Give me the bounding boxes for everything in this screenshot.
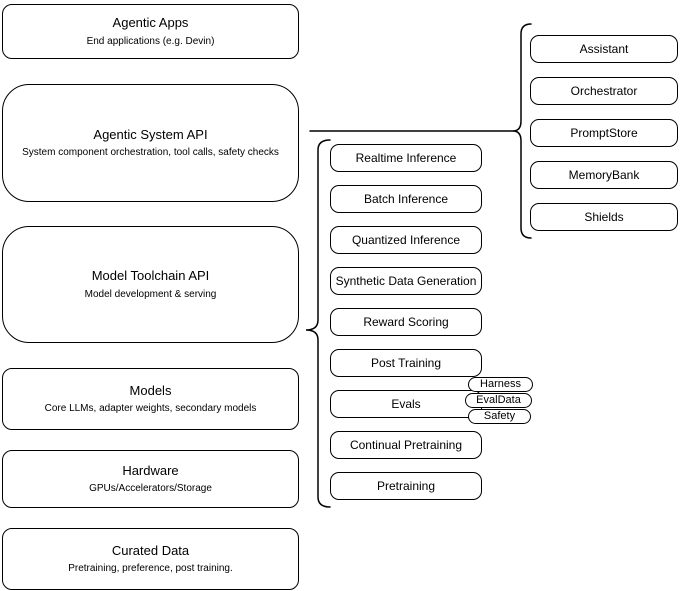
toolchain-box-synthetic-data-generation: Synthetic Data Generation bbox=[330, 267, 482, 295]
box-title: Hardware bbox=[122, 462, 179, 478]
box-title: Model Toolchain API bbox=[91, 268, 210, 284]
box-title: Agentic System API bbox=[93, 126, 208, 142]
eval-pill-harness: Harness bbox=[468, 377, 533, 392]
toolchain-column: Realtime Inference Batch Inference Quant… bbox=[330, 144, 482, 500]
box-subtitle: Pretraining, preference, post training. bbox=[68, 563, 233, 575]
box-subtitle: Model development & serving bbox=[84, 288, 217, 300]
agentic-box-orchestrator: Orchestrator bbox=[530, 77, 678, 105]
agentic-box-memorybank: MemoryBank bbox=[530, 161, 678, 189]
box-subtitle: Core LLMs, adapter weights, secondary mo… bbox=[44, 403, 257, 415]
toolchain-box-reward-scoring: Reward Scoring bbox=[330, 308, 482, 336]
box-subtitle: End applications (e.g. Devin) bbox=[86, 35, 215, 47]
box-hardware: Hardware GPUs/Accelerators/Storage bbox=[2, 450, 299, 508]
box-agentic-system-api: Agentic System API System component orch… bbox=[2, 84, 299, 202]
toolchain-box-post-training: Post Training bbox=[330, 349, 482, 377]
toolchain-box-pretraining: Pretraining bbox=[330, 472, 482, 500]
box-subtitle: System component orchestration, tool cal… bbox=[22, 147, 279, 159]
toolchain-brace bbox=[305, 139, 331, 508]
agentic-box-assistant: Assistant bbox=[530, 35, 678, 63]
toolchain-box-continual-pretraining: Continual Pretraining bbox=[330, 431, 482, 459]
box-title: Curated Data bbox=[111, 542, 190, 558]
box-subtitle: GPUs/Accelerators/Storage bbox=[89, 483, 212, 495]
eval-pill-safety: Safety bbox=[468, 409, 531, 424]
toolchain-box-batch-inference: Batch Inference bbox=[330, 185, 482, 213]
toolchain-box-realtime-inference: Realtime Inference bbox=[330, 144, 482, 172]
toolchain-box-quantized-inference: Quantized Inference bbox=[330, 226, 482, 254]
box-curated-data: Curated Data Pretraining, preference, po… bbox=[2, 528, 299, 590]
toolchain-box-evals: Evals bbox=[330, 390, 482, 418]
agentic-box-promptstore: PromptStore bbox=[530, 119, 678, 147]
agentic-column: Assistant Orchestrator PromptStore Memor… bbox=[530, 35, 678, 231]
box-models: Models Core LLMs, adapter weights, secon… bbox=[2, 368, 299, 430]
eval-pill-evaldata: EvalData bbox=[465, 393, 532, 408]
agentic-box-shields: Shields bbox=[530, 203, 678, 231]
box-agentic-apps: Agentic Apps End applications (e.g. Devi… bbox=[2, 4, 299, 59]
box-title: Agentic Apps bbox=[112, 15, 189, 31]
agentic-brace bbox=[512, 23, 532, 239]
box-model-toolchain-api: Model Toolchain API Model development & … bbox=[2, 226, 299, 343]
box-title: Models bbox=[129, 382, 172, 398]
